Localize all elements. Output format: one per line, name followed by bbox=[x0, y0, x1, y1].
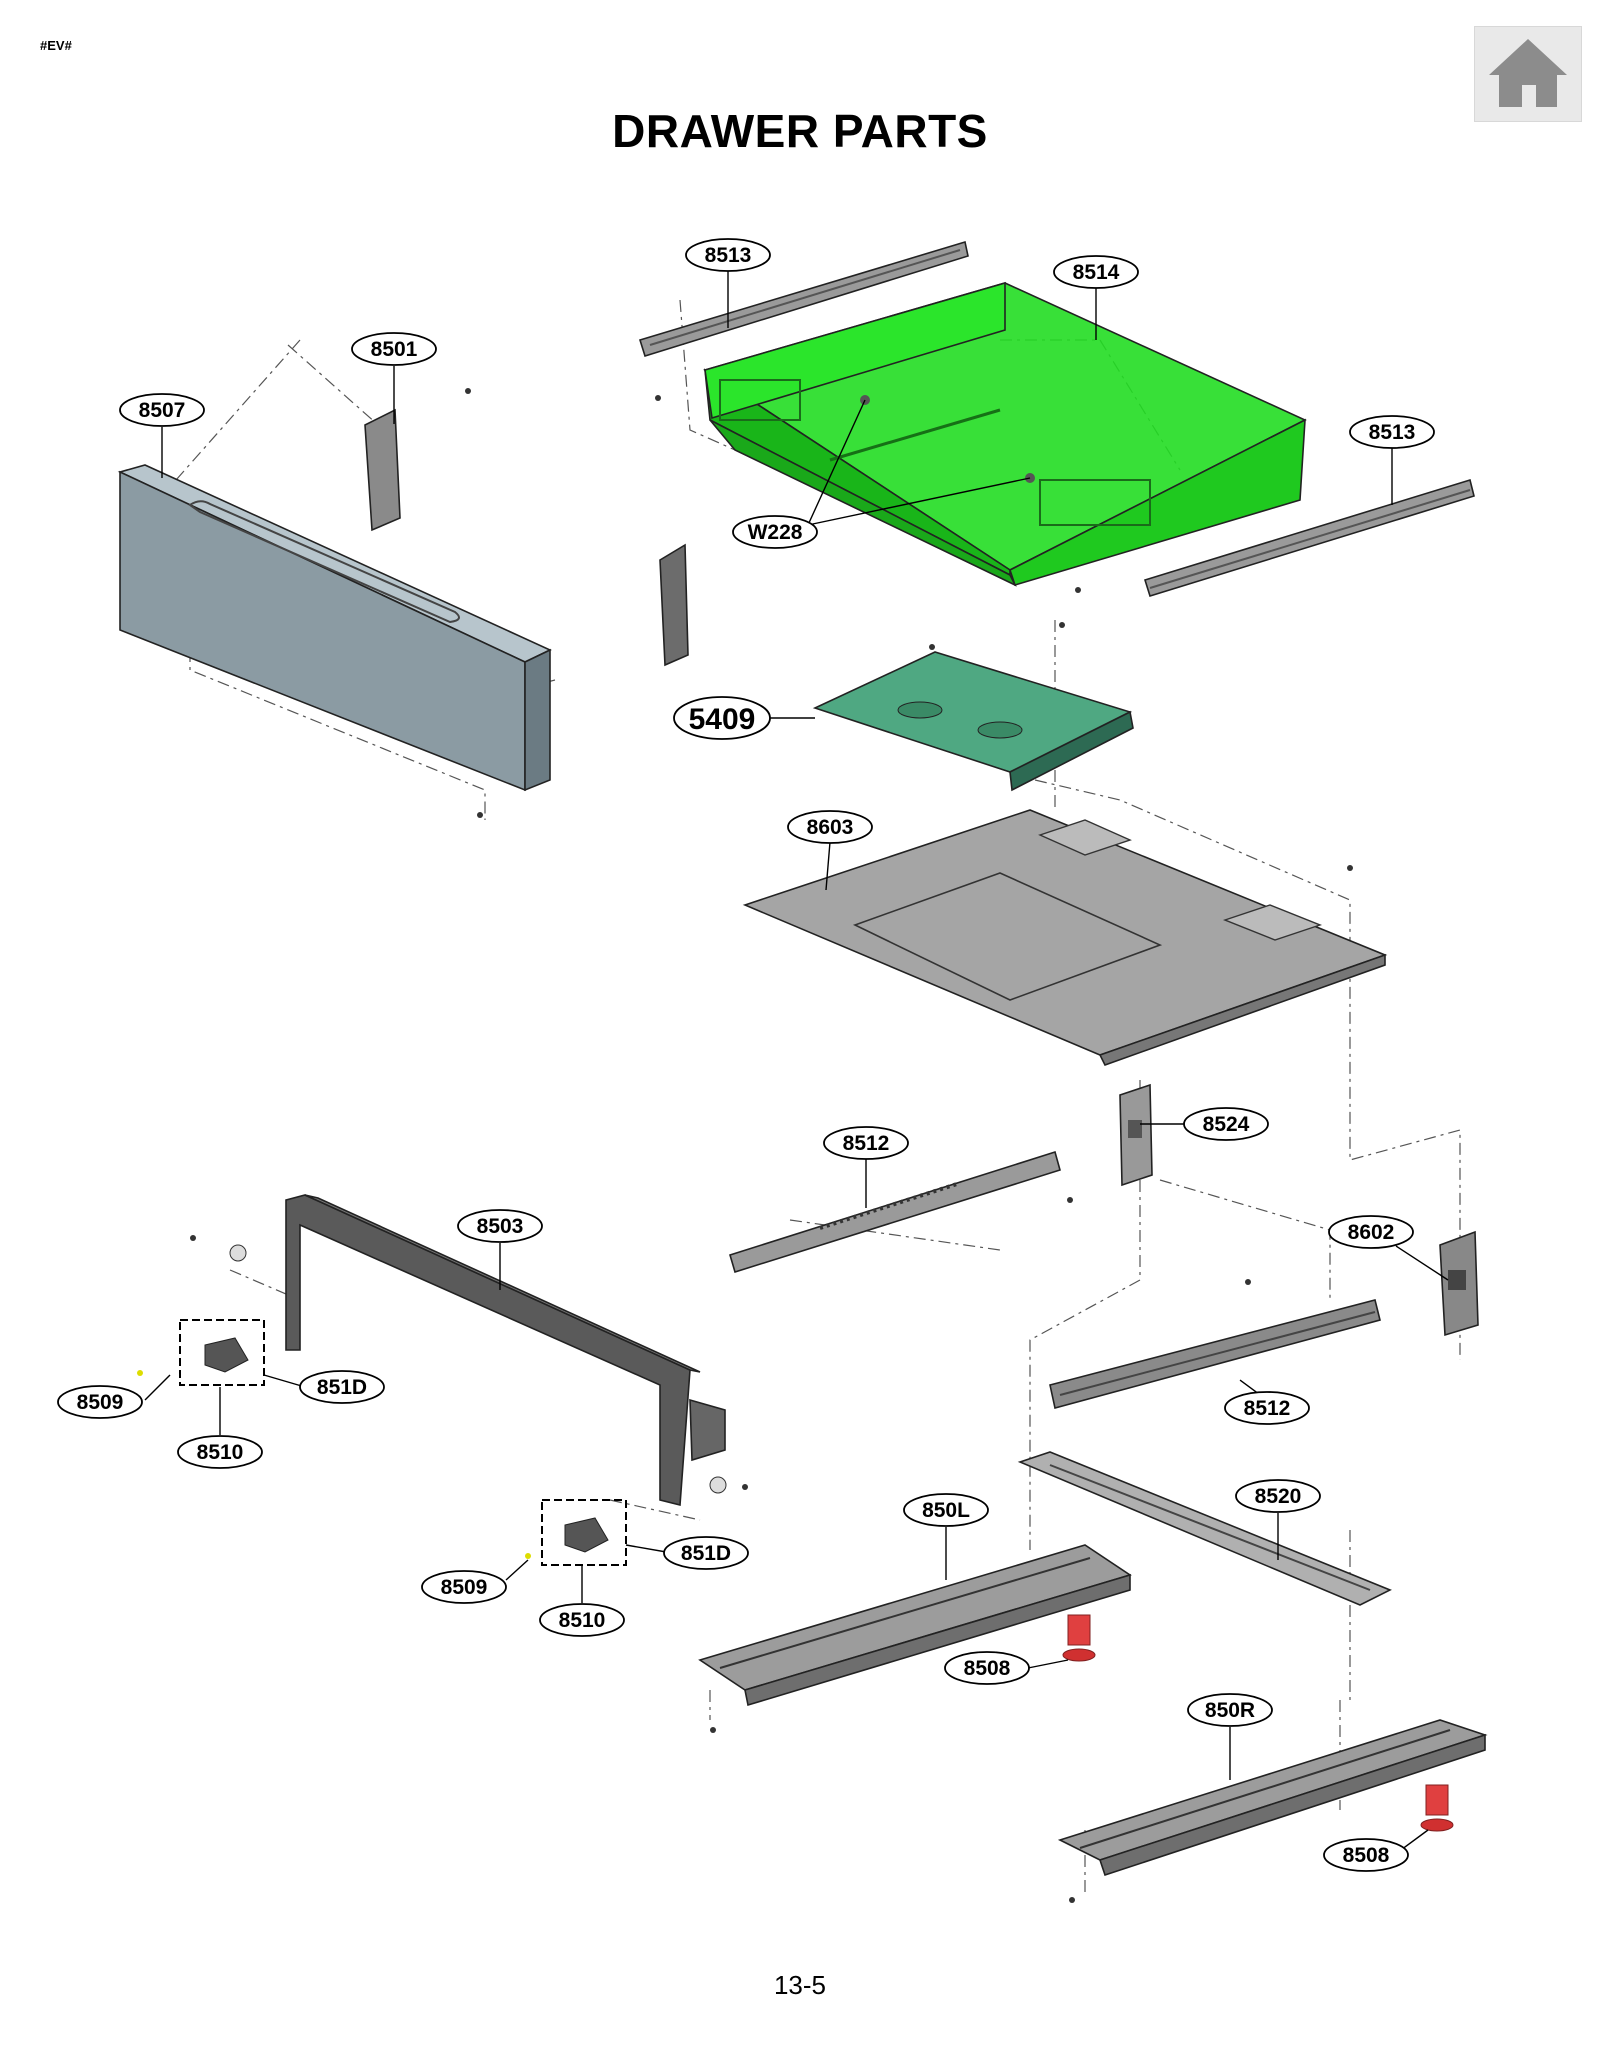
callout-8501: 8501 bbox=[351, 332, 437, 366]
drawer-8514 bbox=[703, 281, 1307, 587]
label-8513-top: 8513 bbox=[705, 244, 752, 267]
page-marker: #EV# bbox=[40, 38, 72, 53]
label-W228: W228 bbox=[748, 521, 803, 544]
label-8514: 8514 bbox=[1073, 261, 1120, 284]
label-850R: 850R bbox=[1205, 1699, 1255, 1722]
rail-850L bbox=[698, 1544, 1132, 1707]
slide-8512-upper bbox=[729, 1150, 1061, 1274]
label-8513-right: 8513 bbox=[1369, 421, 1416, 444]
label-8507: 8507 bbox=[139, 399, 186, 422]
label-850L: 850L bbox=[922, 1499, 970, 1522]
caster-assembly-left bbox=[137, 1244, 265, 1386]
callout-8509b: 8509 bbox=[421, 1570, 507, 1604]
callout-851Da: 851D bbox=[299, 1370, 385, 1404]
page-title: DRAWER PARTS bbox=[612, 105, 988, 157]
rail-8513-left bbox=[638, 240, 969, 358]
frame-8503 bbox=[285, 1194, 726, 1507]
callout-8512b: 8512 bbox=[1224, 1391, 1310, 1425]
label-8602: 8602 bbox=[1348, 1221, 1395, 1244]
bracket-8602 bbox=[1439, 1230, 1479, 1337]
label-8509-right: 8509 bbox=[441, 1576, 488, 1599]
page-number: 13-5 bbox=[773, 1970, 827, 2000]
callout-8520: 8520 bbox=[1235, 1479, 1321, 1513]
screws bbox=[190, 388, 1353, 1903]
callout-8602: 8602 bbox=[1328, 1215, 1414, 1249]
label-851D-right: 851D bbox=[681, 1542, 731, 1565]
callout-8510b: 8510 bbox=[539, 1603, 625, 1637]
callout-8507: 8507 bbox=[119, 393, 205, 427]
callout-8524: 8524 bbox=[1183, 1107, 1269, 1141]
callout-8508b: 8508 bbox=[1323, 1838, 1409, 1872]
callout-8509a: 8509 bbox=[57, 1385, 143, 1419]
callout-8603: 8603 bbox=[787, 810, 873, 844]
label-8509-left: 8509 bbox=[77, 1391, 124, 1414]
label-8520: 8520 bbox=[1255, 1485, 1302, 1508]
home-icon bbox=[1489, 39, 1567, 107]
callout-8510a: 8510 bbox=[177, 1435, 263, 1469]
latch-8524 bbox=[1119, 1083, 1153, 1187]
foot-8508-a bbox=[1062, 1614, 1096, 1662]
callout-8512a: 8512 bbox=[823, 1126, 909, 1160]
rail-8513-right bbox=[1143, 478, 1475, 597]
caster-assembly-right bbox=[525, 1476, 727, 1566]
callout-851Db: 851D bbox=[663, 1536, 749, 1570]
label-8603: 8603 bbox=[807, 816, 854, 839]
bottom-plate-8603 bbox=[742, 809, 1388, 1066]
bracket-8501 bbox=[364, 408, 689, 667]
callout-8513a: 8513 bbox=[685, 238, 771, 272]
rail-850R bbox=[1057, 1719, 1488, 1877]
callout-8513b: 8513 bbox=[1349, 415, 1435, 449]
bar-8520 bbox=[1017, 1451, 1392, 1606]
foot-8508-b bbox=[1420, 1784, 1454, 1832]
label-8501: 8501 bbox=[371, 338, 418, 361]
callout-8503: 8503 bbox=[457, 1209, 543, 1243]
label-8508-left: 8508 bbox=[964, 1657, 1011, 1680]
label-851D-left: 851D bbox=[317, 1376, 367, 1399]
label-8524: 8524 bbox=[1203, 1113, 1250, 1136]
label-8512-lower: 8512 bbox=[1244, 1397, 1291, 1420]
slide-8512-lower bbox=[1049, 1299, 1381, 1409]
label-8508-right: 8508 bbox=[1343, 1844, 1390, 1867]
leader-lines bbox=[144, 270, 1449, 1859]
callout-850R: 850R bbox=[1187, 1693, 1273, 1727]
callout-850L: 850L bbox=[903, 1493, 989, 1527]
label-5409: 5409 bbox=[689, 703, 756, 736]
label-8503: 8503 bbox=[477, 1215, 524, 1238]
front-panel-8507 bbox=[117, 464, 552, 792]
label-8512-upper: 8512 bbox=[843, 1132, 890, 1155]
label-8510-right: 8510 bbox=[559, 1609, 606, 1632]
home-button[interactable] bbox=[1474, 26, 1582, 122]
callout-5409: 5409 bbox=[673, 696, 771, 740]
callout-8508a: 8508 bbox=[944, 1651, 1030, 1685]
callout-W228: W228 bbox=[732, 515, 818, 549]
label-8510-left: 8510 bbox=[197, 1441, 244, 1464]
callout-8514: 8514 bbox=[1053, 255, 1139, 289]
tray-5409 bbox=[812, 651, 1134, 792]
